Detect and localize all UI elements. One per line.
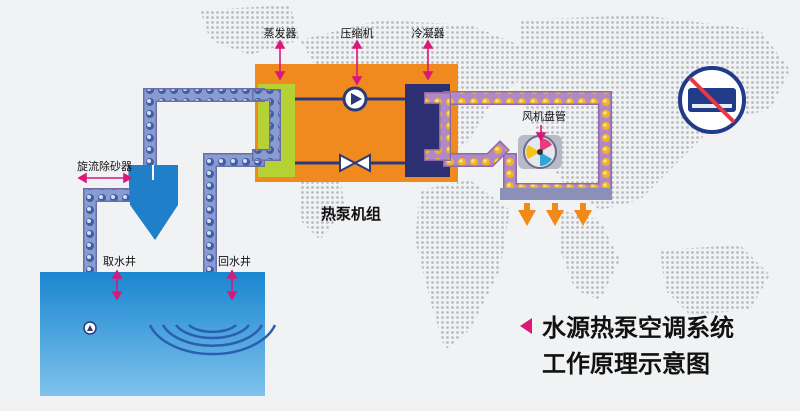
ripple-waves bbox=[148, 324, 277, 356]
label-condenser: 冷凝器 bbox=[412, 26, 445, 40]
label-evaporator: 蒸发器 bbox=[264, 26, 297, 40]
expansion-valve-icon bbox=[339, 153, 371, 173]
pump-icon bbox=[342, 86, 368, 112]
label-fan-coil: 风机盘管 bbox=[522, 109, 566, 123]
fan-coil-unit bbox=[518, 135, 562, 169]
intake-well-marker bbox=[83, 321, 97, 335]
label-return-well: 回水井 bbox=[218, 254, 251, 268]
fan-icon bbox=[526, 138, 552, 166]
fan-coil-tray bbox=[500, 188, 612, 200]
down-arrow-icon bbox=[518, 203, 592, 226]
label-heat-pump-unit: 热泵机组 bbox=[321, 205, 381, 223]
cyclone-sand-separator bbox=[128, 165, 178, 240]
title-line-2: 工作原理示意图 bbox=[542, 350, 710, 378]
world-map bbox=[200, 5, 790, 350]
label-cyclone-sand-separator: 旋流除砂器 bbox=[77, 159, 132, 173]
label-intake-well: 取水井 bbox=[103, 254, 136, 268]
triangle-left-icon bbox=[520, 318, 532, 334]
title-line-1: 水源热泵空调系统 bbox=[542, 314, 734, 342]
label-compressor: 压缩机 bbox=[341, 26, 374, 40]
label-pointer-arrows bbox=[77, 39, 547, 301]
no-air-conditioner-icon bbox=[678, 66, 746, 134]
